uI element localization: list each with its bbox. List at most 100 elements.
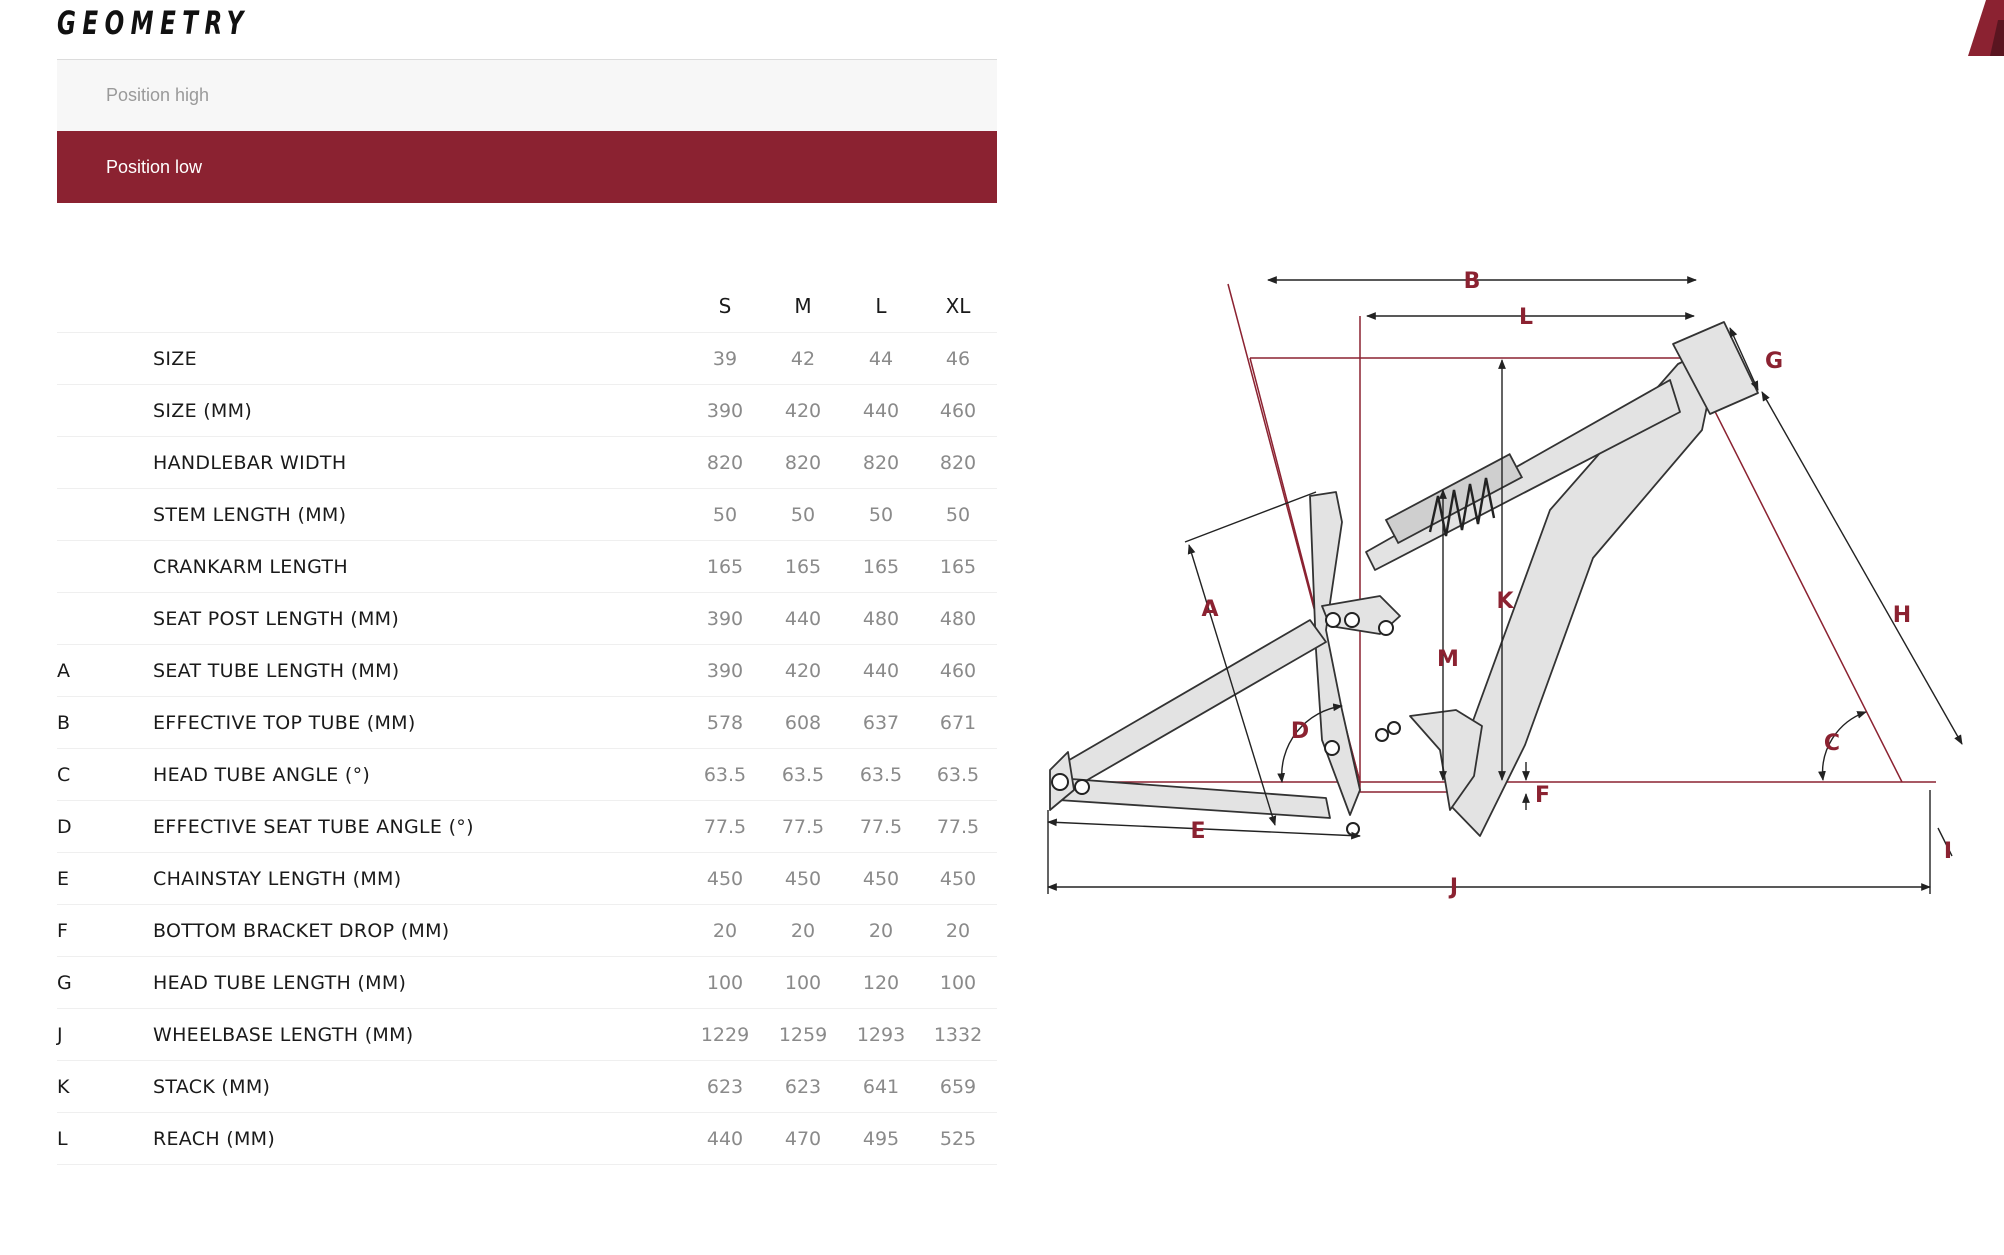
row-label: EFFECTIVE TOP TUBE (MM) (153, 711, 416, 734)
dim-label-e: E (1190, 819, 1205, 844)
dimension-labels: B L G A K M H D C F E I J (1190, 270, 1952, 900)
row-value-l: 1293 (856, 1023, 906, 1046)
row-value-xl: 63.5 (936, 763, 980, 786)
row-value-s: 440 (706, 1127, 744, 1150)
row-value-xl: 450 (939, 867, 977, 890)
dim-label-l: L (1519, 305, 1533, 330)
row-value-l: 44 (868, 347, 894, 370)
row-value-xl: 20 (945, 919, 971, 942)
row-value-m: 420 (784, 659, 822, 682)
row-value-l: 165 (862, 555, 900, 578)
row-value-l: 77.5 (859, 815, 903, 838)
row-value-m: 608 (784, 711, 822, 734)
tab-position-low[interactable]: Position low (57, 131, 997, 203)
row-dimension-letter: F (57, 919, 68, 942)
row-value-xl: 100 (939, 971, 977, 994)
dim-label-m: M (1437, 647, 1459, 672)
row-value-m: 77.5 (781, 815, 825, 838)
row-value-xl: 77.5 (936, 815, 980, 838)
row-value-s: 820 (706, 451, 744, 474)
row-value-l: 63.5 (859, 763, 903, 786)
dim-label-g: G (1765, 349, 1783, 374)
row-value-l: 495 (862, 1127, 900, 1150)
row-value-m: 1259 (778, 1023, 828, 1046)
row-value-s: 39 (712, 347, 738, 370)
row-value-m: 623 (784, 1075, 822, 1098)
row-value-xl: 1332 (933, 1023, 983, 1046)
dim-label-b: B (1464, 270, 1481, 294)
dim-label-k: K (1496, 589, 1514, 614)
row-value-l: 637 (862, 711, 900, 734)
row-label: WHEELBASE LENGTH (MM) (153, 1023, 414, 1046)
row-value-xl: 46 (945, 347, 971, 370)
table-row: SIZE 39 42 44 46 (57, 332, 997, 384)
row-value-xl: 50 (945, 503, 971, 526)
row-value-l: 440 (862, 659, 900, 682)
dim-label-j: J (1448, 875, 1458, 900)
row-value-s: 450 (706, 867, 744, 890)
row-label: SEAT POST LENGTH (MM) (153, 607, 400, 630)
row-value-xl: 671 (939, 711, 977, 734)
row-value-m: 165 (784, 555, 822, 578)
row-value-m: 63.5 (781, 763, 825, 786)
row-dimension-letter: D (57, 815, 72, 838)
row-value-xl: 480 (939, 607, 977, 630)
row-dimension-letter: C (57, 763, 71, 786)
size-header-m: M (794, 294, 812, 318)
row-value-l: 120 (862, 971, 900, 994)
row-value-s: 100 (706, 971, 744, 994)
row-label: SIZE (153, 347, 197, 370)
row-label: HEAD TUBE ANGLE (°) (153, 763, 371, 786)
row-value-s: 165 (706, 555, 744, 578)
row-label: STACK (MM) (153, 1075, 271, 1098)
row-value-m: 50 (790, 503, 816, 526)
row-value-m: 450 (784, 867, 822, 890)
row-value-m: 470 (784, 1127, 822, 1150)
row-label: HEAD TUBE LENGTH (MM) (153, 971, 407, 994)
dim-label-c: C (1824, 731, 1840, 756)
tab-position-high[interactable]: Position high (57, 59, 997, 131)
size-header-l: L (875, 294, 887, 318)
row-value-s: 50 (712, 503, 738, 526)
row-label: REACH (MM) (153, 1127, 276, 1150)
row-value-l: 641 (862, 1075, 900, 1098)
dim-label-i: I (1944, 839, 1952, 864)
row-value-l: 50 (868, 503, 894, 526)
row-value-m: 20 (790, 919, 816, 942)
row-label: CRANKARM LENGTH (153, 555, 348, 578)
row-value-m: 420 (784, 399, 822, 422)
row-value-l: 20 (868, 919, 894, 942)
row-dimension-letter: L (57, 1127, 68, 1150)
row-value-xl: 525 (939, 1127, 977, 1150)
row-value-s: 578 (706, 711, 744, 734)
size-header-s: S (718, 294, 732, 318)
row-value-l: 450 (862, 867, 900, 890)
row-value-xl: 460 (939, 399, 977, 422)
size-header-xl: XL (945, 294, 971, 318)
row-value-m: 42 (790, 347, 816, 370)
row-value-xl: 659 (939, 1075, 977, 1098)
row-label: CHAINSTAY LENGTH (MM) (153, 867, 402, 890)
dim-label-f: F (1535, 783, 1550, 808)
row-value-m: 820 (784, 451, 822, 474)
row-value-xl: 820 (939, 451, 977, 474)
row-dimension-letter: J (57, 1023, 63, 1046)
table-header-row: S M L XL (57, 280, 997, 332)
table-row: L REACH (MM) 440 470 495 525 (57, 1112, 997, 1165)
dim-label-h: H (1893, 603, 1911, 628)
bike-frame (1049, 321, 1759, 837)
row-label: SIZE (MM) (153, 399, 253, 422)
row-value-m: 100 (784, 971, 822, 994)
